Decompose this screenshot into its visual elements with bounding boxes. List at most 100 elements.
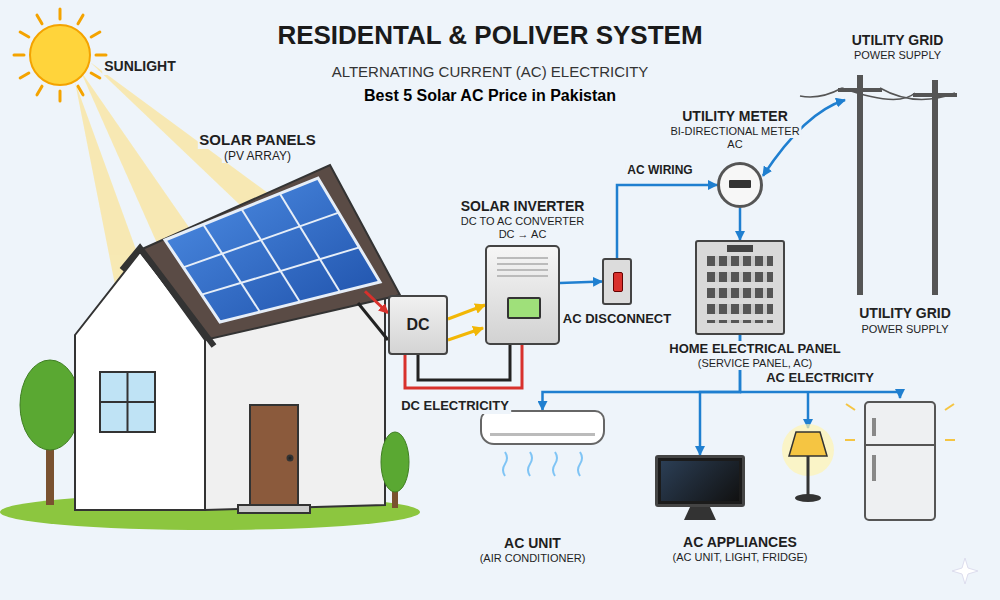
sun-ray [78,86,83,95]
house [100,401,155,403]
cool-air [503,452,507,476]
sun-ray [59,9,62,19]
node-heading: DC [404,315,431,334]
sparkle-mark [952,558,978,584]
cool-air [578,452,582,476]
node-subtext: DC TO AC CONVERTER [459,215,586,228]
sun-ray [20,32,29,37]
tree [20,360,80,505]
diagram-title: RESIDENTAL & POLIVER SYSTEM [275,20,704,51]
label-stack: HOME ELECTRICAL PANEL(SERVICE PANEL, AC) [667,341,842,370]
node-subtext: (SERVICE PANEL, AC) [696,357,815,370]
sun [30,25,90,85]
cool-air [503,452,582,476]
node-subtext: (AC UNIT, LIGHT, FRIDGE) [670,551,809,564]
node-subtext: (PV ARRAY) [222,149,293,163]
diagram-label: SUNLIGHT [102,58,178,75]
fridge [845,402,955,520]
sun-rays [14,9,106,101]
utility-meter: UTILITY METERBI-DIRECTIONAL METERAC [717,162,763,208]
tv-stand [684,507,716,520]
lamp [807,456,810,496]
lamp [795,494,821,502]
label-wrap: AC ELECTRICITY [764,370,876,386]
node-subtext: POWER SUPPLY [852,49,943,62]
label-stack: UTILITY GRIDPOWER SUPPLY [850,32,946,62]
house [100,372,155,432]
house [250,405,298,505]
panel-grid-line [183,213,338,268]
tree [20,360,80,450]
solar-panel-array [165,178,380,322]
diagram-label: DC ELECTRICITY [399,398,511,414]
node-subtext: DC → AC [497,228,549,241]
solar-panel-array: SOLAR PANELS(PV ARRAY) [150,175,365,330]
label-stack: UTILITY METERBI-DIRECTIONAL METERAC [668,108,801,151]
house [75,165,400,513]
label-wrap: ALTERNATING CURRENT (AC) ELECTRICITY [330,63,651,81]
panel-grid-line [242,209,301,302]
panel-grid-line [203,225,260,313]
ac-bus-wires [740,392,900,398]
sun-ray [14,54,24,57]
node-subtext: (AIR CONDITIONER) [478,552,588,565]
utility-poles [857,75,863,295]
fridge [945,404,954,410]
diagram-label: Best 5 Solar AC Price in Pakistan [362,86,618,105]
cool-air [528,452,532,476]
diagram-label: ALTERNATING CURRENT (AC) ELECTRICITY [330,63,651,81]
label-stack: AC APPLIANCES(AC UNIT, LIGHT, FRIDGE) [670,534,809,564]
house [288,456,293,461]
small-tree [381,432,409,492]
lamp [782,424,834,502]
panel-grid-line [202,247,360,294]
label-stack: SOLAR PANELS(PV ARRAY) [197,131,317,163]
ac-disconnect: AC DISCONNECT [602,258,632,305]
sun-ray [91,73,100,78]
fridge [845,439,855,441]
utility-poles [800,75,957,295]
sun-ray [20,73,29,78]
ac-bus-wires [807,392,810,428]
label-wrap: DC ELECTRICITY [399,398,511,414]
sun-ray [37,15,42,24]
sun-ray [91,32,100,37]
node-subtext: AC [725,138,744,151]
diagram-label: UTILITY GRID [857,305,953,322]
fridge [846,404,855,410]
fridge [865,444,935,446]
lamp [789,432,827,456]
fridge [872,455,876,481]
utility-poles [880,88,955,99]
edge-label: AC WIRING [625,163,694,177]
label-wrap: UTILITY GRID [857,305,953,322]
connector-arrow [560,282,602,284]
fridge [872,418,876,436]
label-wrap: Best 5 Solar AC Price in Pakistan [362,86,618,105]
diagram-label: AC ELECTRICITY [764,370,876,386]
utility-poles [932,80,938,295]
label-wrap: SUNLIGHT [102,58,178,75]
label-stack: AC UNIT(AIR CONDITIONER) [478,535,588,565]
node-heading: AC DISCONNECT [561,311,673,327]
node-heading: SOLAR PANELS [197,131,317,149]
label-stack: SOLAR INVERTERDC TO AC CONVERTERDC → AC [459,198,587,241]
connector-arrow [448,305,485,319]
electrical-panel: HOME ELECTRICAL PANEL(SERVICE PANEL, AC) [695,240,785,335]
node-heading: HOME ELECTRICAL PANEL [667,341,842,357]
label-stack: DC [390,297,446,353]
small-tree [381,432,409,508]
label-wrap: POWER SUPPLY [859,323,950,336]
fridge [865,402,935,520]
title-wrap: RESIDENTAL & POLIVER SYSTEM [275,20,704,51]
house [140,165,400,340]
cool-air [553,452,557,476]
house [238,505,310,513]
utility-grid: UTILITY GRIDPOWER SUPPLY [845,70,950,130]
ac-unit: AC UNIT(AIR CONDITIONER) [480,410,605,445]
fridge [945,439,955,441]
sun-ray [37,86,42,95]
sun-ray [96,54,106,57]
node-heading: UTILITY GRID [850,32,946,49]
